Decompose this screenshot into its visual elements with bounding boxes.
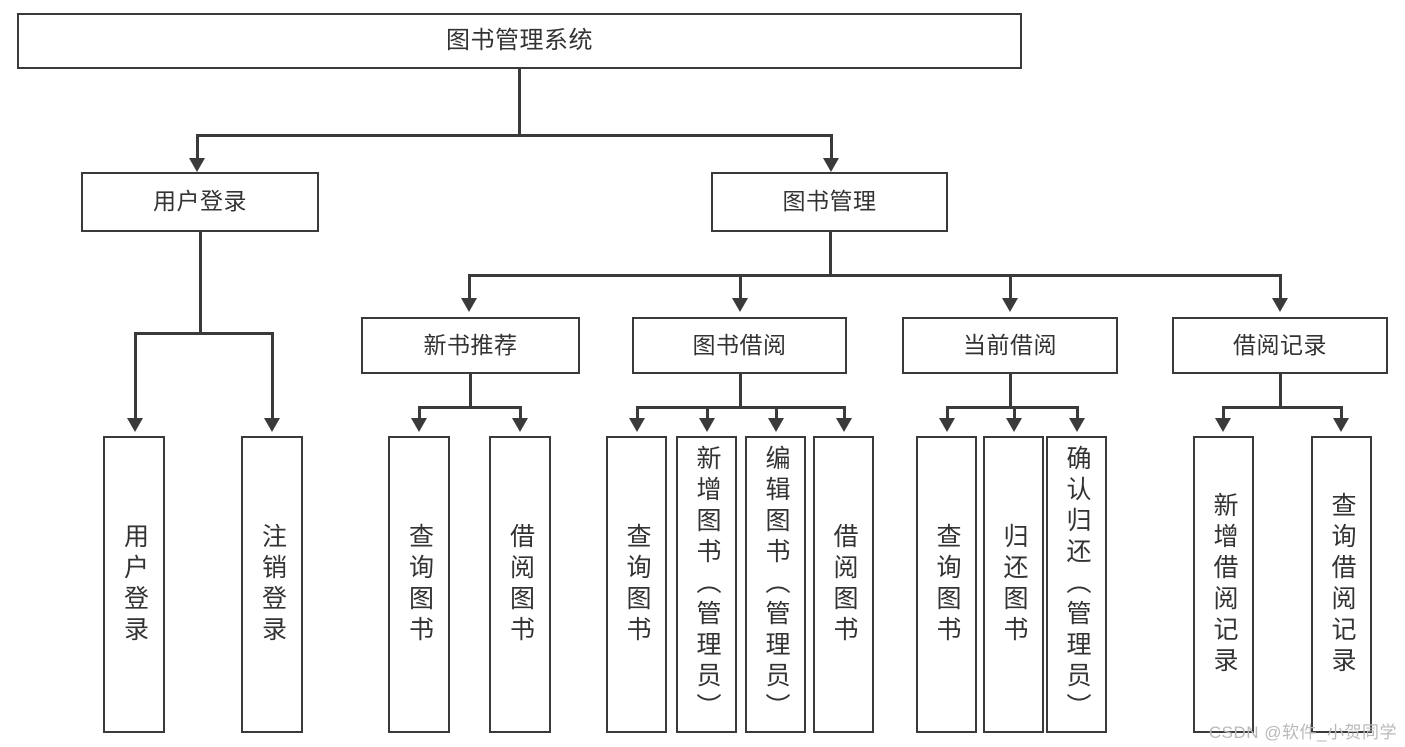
- arrow-new-book-to-leaf-1: [411, 418, 427, 432]
- arrow-borrow-record-to-leaf-2: [1333, 418, 1349, 432]
- connector-book-manage-to-book-borrow: [739, 274, 742, 304]
- connector-book-manage-to-current-borrow: [1009, 274, 1012, 304]
- node-book-management[interactable]: 图书管理: [711, 172, 948, 232]
- node-label: 查询图书: [405, 522, 434, 647]
- node-label: 借阅图书: [830, 522, 858, 647]
- connector-new-book-to-leaf-2: [519, 406, 522, 422]
- connector-user-login-to-leaf-2: [271, 332, 274, 422]
- connector-current-borrow-stem: [1009, 374, 1012, 408]
- arrow-book-manage-to-borrow-record: [1272, 298, 1288, 312]
- connector-book-borrow-to-leaf-2: [706, 406, 709, 422]
- node-label: 归还图书: [1000, 522, 1028, 647]
- node-label: 借阅记录: [1233, 331, 1327, 358]
- connector-book-borrow-to-leaf-1: [636, 406, 639, 422]
- node-label: 新增图书（管理员）: [693, 445, 721, 724]
- connector-new-book-to-leaf-1: [418, 406, 421, 422]
- arrow-borrow-record-to-leaf-1: [1215, 418, 1231, 432]
- connector-borrow-record-stem: [1279, 374, 1282, 408]
- node-label: 注销登录: [258, 522, 287, 647]
- connector-book-borrow-bus: [636, 406, 844, 409]
- node-book-borrow[interactable]: 图书借阅: [632, 317, 847, 374]
- connector-root-to-book-manage: [830, 134, 833, 164]
- connector-borrow-record-to-leaf-2: [1340, 406, 1343, 422]
- leaf-borrow-record-query-record[interactable]: 查询借阅记录: [1311, 436, 1372, 733]
- leaf-user-login-logout[interactable]: 注销登录: [241, 436, 303, 733]
- connector-book-manage-stem: [829, 232, 832, 276]
- node-borrow-record[interactable]: 借阅记录: [1172, 317, 1388, 374]
- leaf-book-borrow-add-book-admin[interactable]: 新增图书（管理员）: [676, 436, 737, 733]
- node-user-login[interactable]: 用户登录: [81, 172, 319, 232]
- arrow-user-login-to-leaf-1: [127, 418, 143, 432]
- node-label: 用户登录: [153, 188, 247, 215]
- arrow-user-login-to-leaf-2: [264, 418, 280, 432]
- arrow-new-book-to-leaf-2: [512, 418, 528, 432]
- node-label: 图书借阅: [692, 331, 787, 358]
- connector-book-borrow-to-leaf-3: [775, 406, 778, 422]
- leaf-borrow-record-add-record[interactable]: 新增借阅记录: [1193, 436, 1254, 733]
- arrow-book-borrow-to-leaf-2: [699, 418, 715, 432]
- connector-current-borrow-to-leaf-2: [1013, 406, 1016, 422]
- node-label: 编辑图书（管理员）: [762, 445, 790, 724]
- connector-book-borrow-stem: [739, 374, 742, 408]
- node-label: 当前借阅: [963, 331, 1057, 358]
- connector-root-bus: [196, 134, 833, 137]
- node-label: 图书管理: [782, 188, 877, 215]
- arrow-book-manage-to-new-book: [461, 298, 477, 312]
- arrow-current-borrow-to-leaf-3: [1069, 418, 1085, 432]
- node-label: 新增借阅记录: [1210, 491, 1238, 678]
- connector-user-login-stem: [199, 232, 202, 334]
- connector-current-borrow-bus: [946, 406, 1077, 409]
- leaf-current-borrow-confirm-return-admin[interactable]: 确认归还（管理员）: [1046, 436, 1107, 733]
- node-label: 查询图书: [933, 522, 961, 647]
- leaf-current-borrow-query-book[interactable]: 查询图书: [916, 436, 977, 733]
- connector-borrow-record-to-leaf-1: [1222, 406, 1225, 422]
- arrow-root-to-book-manage: [823, 158, 839, 172]
- leaf-book-borrow-edit-book-admin[interactable]: 编辑图书（管理员）: [745, 436, 806, 733]
- connector-current-borrow-to-leaf-1: [946, 406, 949, 422]
- node-current-borrow[interactable]: 当前借阅: [902, 317, 1118, 374]
- connector-book-borrow-to-leaf-4: [843, 406, 846, 422]
- leaf-book-borrow-query-book[interactable]: 查询图书: [606, 436, 667, 733]
- csdn-watermark: CSDN @软件_小贺同学: [1208, 723, 1397, 742]
- node-root-system[interactable]: 图书管理系统: [17, 13, 1022, 69]
- connector-user-login-bus: [134, 332, 273, 335]
- arrow-current-borrow-to-leaf-1: [939, 418, 955, 432]
- node-label: 确认归还（管理员）: [1063, 445, 1091, 724]
- arrow-book-borrow-to-leaf-3: [768, 418, 784, 432]
- node-label: 新书推荐: [423, 331, 518, 358]
- connector-root-to-user-login: [196, 134, 199, 164]
- node-label: 查询图书: [623, 522, 651, 647]
- leaf-new-book-borrow-book[interactable]: 借阅图书: [489, 436, 551, 733]
- connector-book-manage-to-borrow-record: [1279, 274, 1282, 304]
- node-new-book-recommend[interactable]: 新书推荐: [361, 317, 580, 374]
- leaf-user-login-login[interactable]: 用户登录: [103, 436, 165, 733]
- arrow-book-borrow-to-leaf-4: [836, 418, 852, 432]
- node-label: 借阅图书: [506, 522, 535, 647]
- connector-root-stem: [518, 69, 521, 135]
- arrow-book-manage-to-current-borrow: [1002, 298, 1018, 312]
- connector-book-manage-bus: [468, 274, 1280, 277]
- leaf-current-borrow-return-book[interactable]: 归还图书: [983, 436, 1044, 733]
- arrow-book-borrow-to-leaf-1: [629, 418, 645, 432]
- arrow-root-to-user-login: [189, 158, 205, 172]
- connector-borrow-record-bus: [1222, 406, 1342, 409]
- leaf-new-book-query-book[interactable]: 查询图书: [388, 436, 450, 733]
- node-label: 图书管理系统: [446, 26, 593, 54]
- connector-user-login-to-leaf-1: [134, 332, 137, 422]
- arrow-current-borrow-to-leaf-2: [1006, 418, 1022, 432]
- connector-book-manage-to-new-book: [468, 274, 471, 304]
- leaf-book-borrow-borrow-book[interactable]: 借阅图书: [813, 436, 874, 733]
- connector-new-book-bus: [418, 406, 521, 409]
- arrow-book-manage-to-book-borrow: [732, 298, 748, 312]
- node-label: 用户登录: [120, 522, 149, 647]
- connector-current-borrow-to-leaf-3: [1076, 406, 1079, 422]
- connector-new-book-stem: [469, 374, 472, 408]
- node-label: 查询借阅记录: [1328, 491, 1356, 678]
